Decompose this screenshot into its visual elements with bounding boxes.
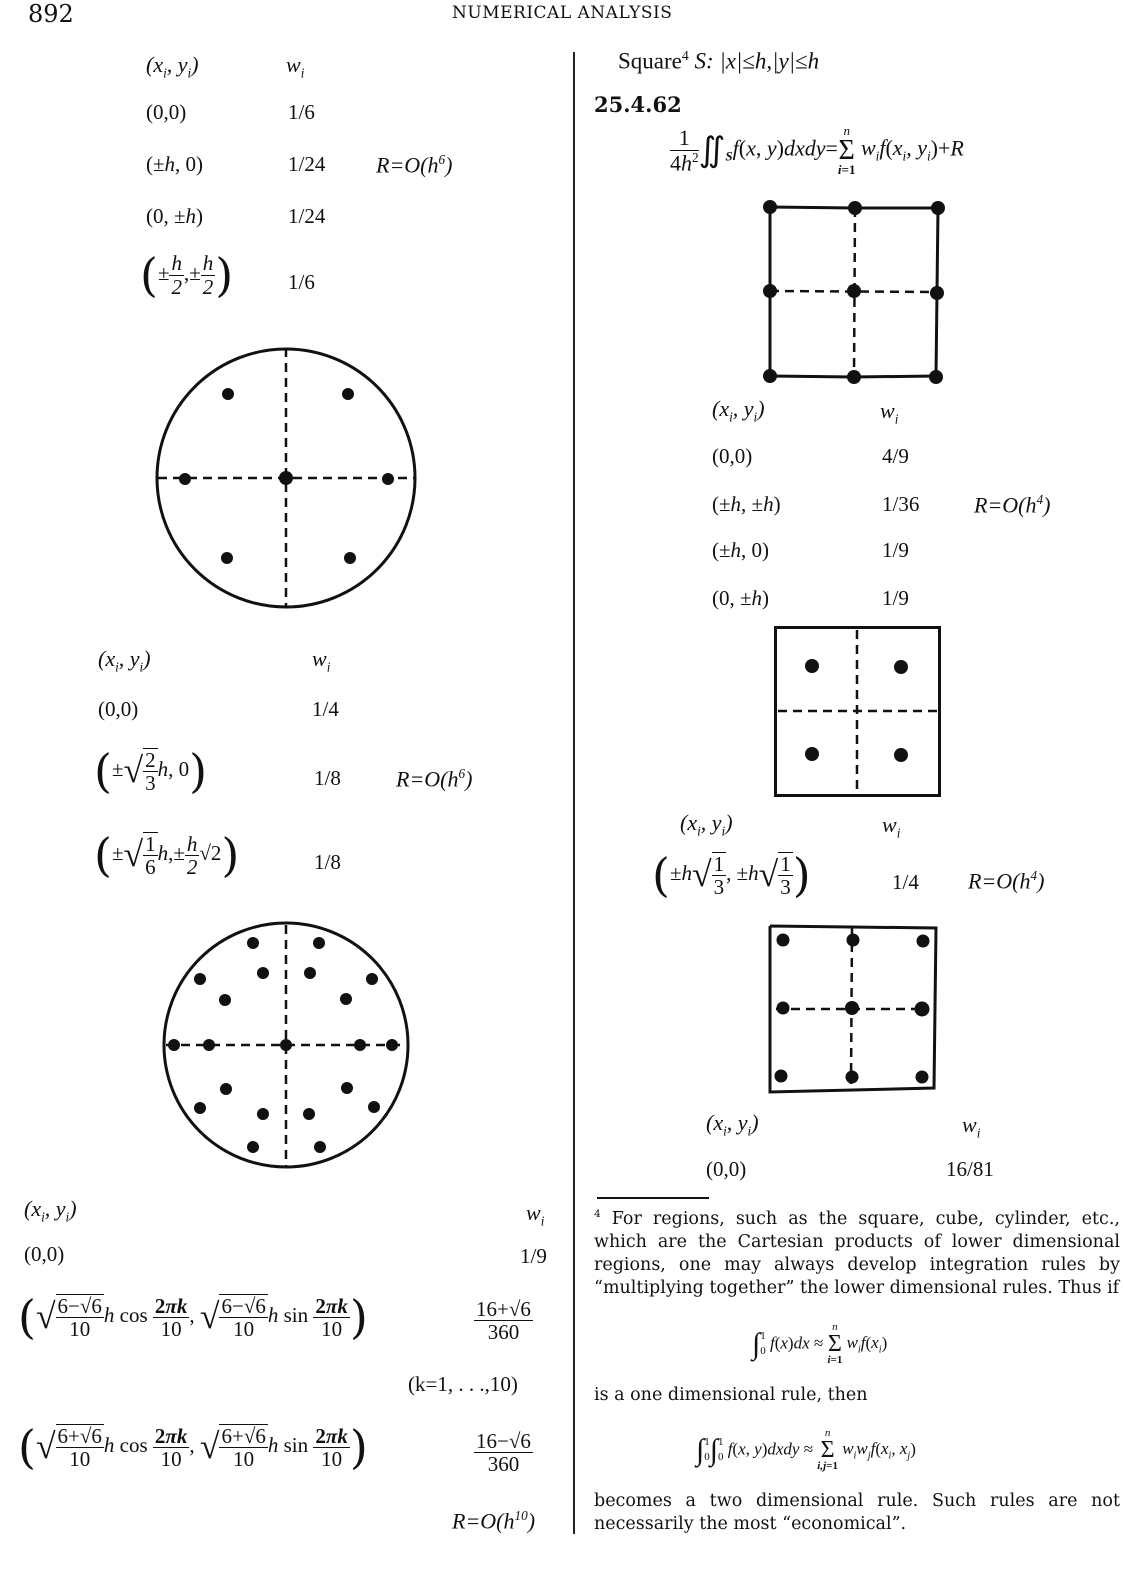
table-cell-weight: 4/9 (882, 444, 909, 468)
table-cell-point: (0,0) (24, 1242, 65, 1266)
remainder-term: R=O(h6) (396, 766, 473, 792)
table-cell-weight: 1/8 (314, 850, 341, 874)
footnote-paragraph-3: becomes a two dimensional rule. Such rul… (594, 1491, 1120, 1534)
table-cell-point: (0,0) (146, 100, 187, 124)
table-cell-weight: 1/9 (882, 586, 909, 610)
table-cell-weight: 1/9 (520, 1244, 547, 1268)
table-header-point: (xi, yi) (706, 1110, 759, 1139)
table-cell-point: (±h, ±h) (712, 492, 781, 516)
table-cell-point: (0, ±h) (712, 586, 770, 610)
table-cell-point: (±h, 0) (146, 152, 204, 176)
table-header-weight: wi (880, 398, 899, 427)
table-cell-point: (0,0) (712, 444, 753, 468)
table-header-weight: wi (882, 812, 901, 841)
table-cell-weight: 1/36 (882, 492, 920, 516)
table-header-point: (xi, yi) (98, 646, 151, 675)
remainder-term: R=O(h4) (968, 868, 1045, 894)
table-cell-weight: 16/81 (946, 1157, 994, 1181)
remainder-term: R=O(h4) (974, 492, 1051, 518)
table-cell-weight: 1/24 (288, 204, 326, 228)
table-cell-weight: 1/4 (312, 697, 339, 721)
table-cell-weight: 1/4 (892, 870, 919, 894)
footnote-paragraph-2: is a one dimensional rule, then (594, 1385, 868, 1405)
table-cell-point: (0,0) (98, 697, 139, 721)
page-number: 892 (28, 0, 74, 28)
circle-diagram-7-point (155, 347, 417, 609)
table-header-point: (xi, yi) (146, 52, 199, 81)
table-cell-weight: 1/6 (288, 100, 315, 124)
table-cell-weight: 1/6 (288, 270, 315, 294)
footnote-paragraph-1: 4 For regions, such as the square, cube,… (594, 1208, 1120, 1298)
remainder-term: R=O(h10) (452, 1508, 536, 1534)
table-cell-weight: 1/8 (314, 766, 341, 790)
table-header-weight: wi (526, 1200, 545, 1229)
square-diagram-9-point-vertices (763, 200, 945, 384)
table-cell-point: (0, ±h) (146, 204, 204, 228)
table-header-weight: wi (962, 1112, 981, 1141)
table-cell-point: (0,0) (706, 1157, 747, 1181)
region-heading: Square4 S: |x|≤h,|y|≤h (618, 48, 820, 74)
table-cell-weight: 1/24 (288, 152, 326, 176)
square-diagram-4-point (774, 626, 941, 797)
square-diagram-9-point-interior (768, 924, 938, 1094)
k-range: (k=1, . . .,10) (408, 1372, 518, 1396)
table-header-weight: wi (312, 646, 331, 675)
running-title: NUMERICAL ANALYSIS (452, 3, 673, 23)
table-cell-point: (±h, 0) (712, 538, 770, 562)
circle-diagram-21-point (162, 921, 410, 1169)
table-header-weight: wi (286, 52, 305, 81)
table-header-point: (xi, yi) (712, 396, 765, 425)
table-header-point: (xi, yi) (680, 810, 733, 839)
table-header-point: (xi, yi) (24, 1196, 77, 1225)
remainder-term: R=O(h6) (376, 152, 453, 178)
equation-number: 25.4.62 (594, 92, 682, 117)
column-divider (573, 52, 575, 1534)
footnote-rule (597, 1197, 709, 1199)
table-cell-weight: 1/9 (882, 538, 909, 562)
